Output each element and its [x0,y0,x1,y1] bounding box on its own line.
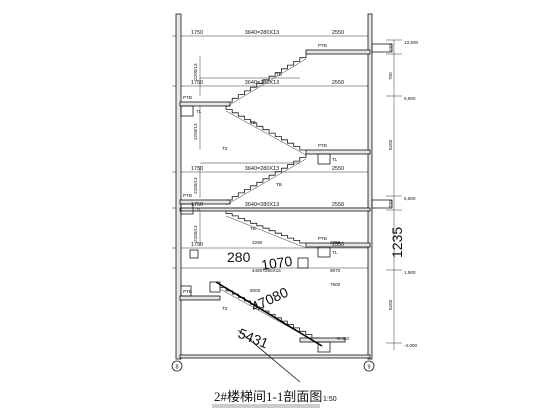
stair-soffit-4 [225,215,307,249]
dim-mid-f: 8000 [250,288,261,293]
tag-ptb-1: PTB [318,43,327,48]
rebar-leader [237,329,301,383]
elev-2: 9,800 [404,96,416,101]
dim-top-3-left: 1750 [191,166,203,172]
tag-ptb-2: PTB [183,95,192,100]
span-5: 5200 [388,299,393,310]
drawing-title: 2#楼梯间1-1剖面图 [214,389,322,404]
grid-axis-8-label: 8 [175,365,178,371]
dim-top-3-mid: 3640=280X13 [245,166,279,172]
big-number-1235: 1235 [389,227,405,258]
tag-ptb-3: PTB [318,143,327,148]
big-number-280: 280 [227,249,251,265]
tag-tb-4: TB [250,226,256,231]
tag-tl-1: TL [196,109,202,114]
tag-ptb-6: PTB [183,289,192,294]
flight-height-1: 2200/13 [193,63,198,80]
grid-bubble-8 [171,360,183,372]
stair-flight-1 [226,54,307,103]
tag-tz-1: TZ [222,146,228,151]
tag-tl-2: TL [332,157,338,162]
elev-5: -4.000 [404,343,417,348]
grid-axis-9-label: 9 [367,365,370,371]
dim-top-1-right: 2550 [332,30,344,36]
stair-flight-2 [225,106,306,151]
tag-ptb-4: PTB [183,193,192,198]
dim-top-2-right: 2550 [332,80,344,86]
tag-tl-4: TL [332,250,338,255]
rebar-diagonal [215,281,323,347]
big-number-5431: 5431 [236,325,271,352]
stair-flights [215,54,323,383]
tag-tb-3: TB [276,182,282,187]
dim-top-5-right: 2550 [332,242,344,248]
tag-tb-2: TB [250,120,256,125]
elev-3: 5,600 [404,196,416,201]
tag-tb-1: TB [276,72,282,77]
stair-soffit-2 [225,110,307,156]
stair-flight-3 [226,154,307,201]
dim-top-2-left: 1750 [191,80,203,86]
landing-slabs [179,49,371,359]
span-1: 100 [388,44,393,52]
dim-top-4-right: 2550 [332,202,344,208]
flight-height-2: 2200/13 [193,123,198,140]
stair-flight-4 [225,211,306,244]
dim-mid-b: 9670 [330,268,341,273]
dim-top-1-mid: 3640=280X13 [245,30,279,36]
flight-height-3: 2200/13 [193,177,198,194]
grid-bubble-9 [363,360,375,372]
dim-mid-a: 4480=280X16 [252,268,281,273]
span-2: 700 [388,72,393,80]
elev-4: 1,900 [404,270,416,275]
left-wall [175,13,182,360]
tag-tl-3: TL [196,207,202,212]
dim-top-4-left: 1750 [191,202,203,208]
stair-soffit-3 [225,158,307,206]
elev-6: -0.450 [336,336,349,341]
tag-tz-2: TZ [222,306,228,311]
stair-soffit-1 [225,58,307,108]
span-3: 5200 [388,139,393,150]
dim-top-2-mid: 3640=280X13 [245,80,279,86]
tag-ptb-5: PTB [318,236,327,241]
beams [180,43,393,353]
dim-mid-d: 2700 [330,240,341,245]
right-wall [367,13,373,360]
drawing-scale: 1:50 [323,396,337,403]
big-number-1070: 1070 [260,253,293,273]
dim-top-3-right: 2550 [332,166,344,172]
span-4: 700 [388,200,393,208]
dim-top-5-left: 1750 [191,242,203,248]
flight-height-4: 2200/13 [193,225,198,242]
dim-mid-c: 2290 [252,240,263,245]
right-dimension-chain [386,39,402,350]
dim-top-1-left: 1750 [191,30,203,36]
dim-top-4-mid: 3640=280X13 [245,202,279,208]
elev-1: 13,500 [404,40,418,45]
dim-mid-e: 7500 [330,282,341,287]
stair-flight-5 [219,284,318,339]
